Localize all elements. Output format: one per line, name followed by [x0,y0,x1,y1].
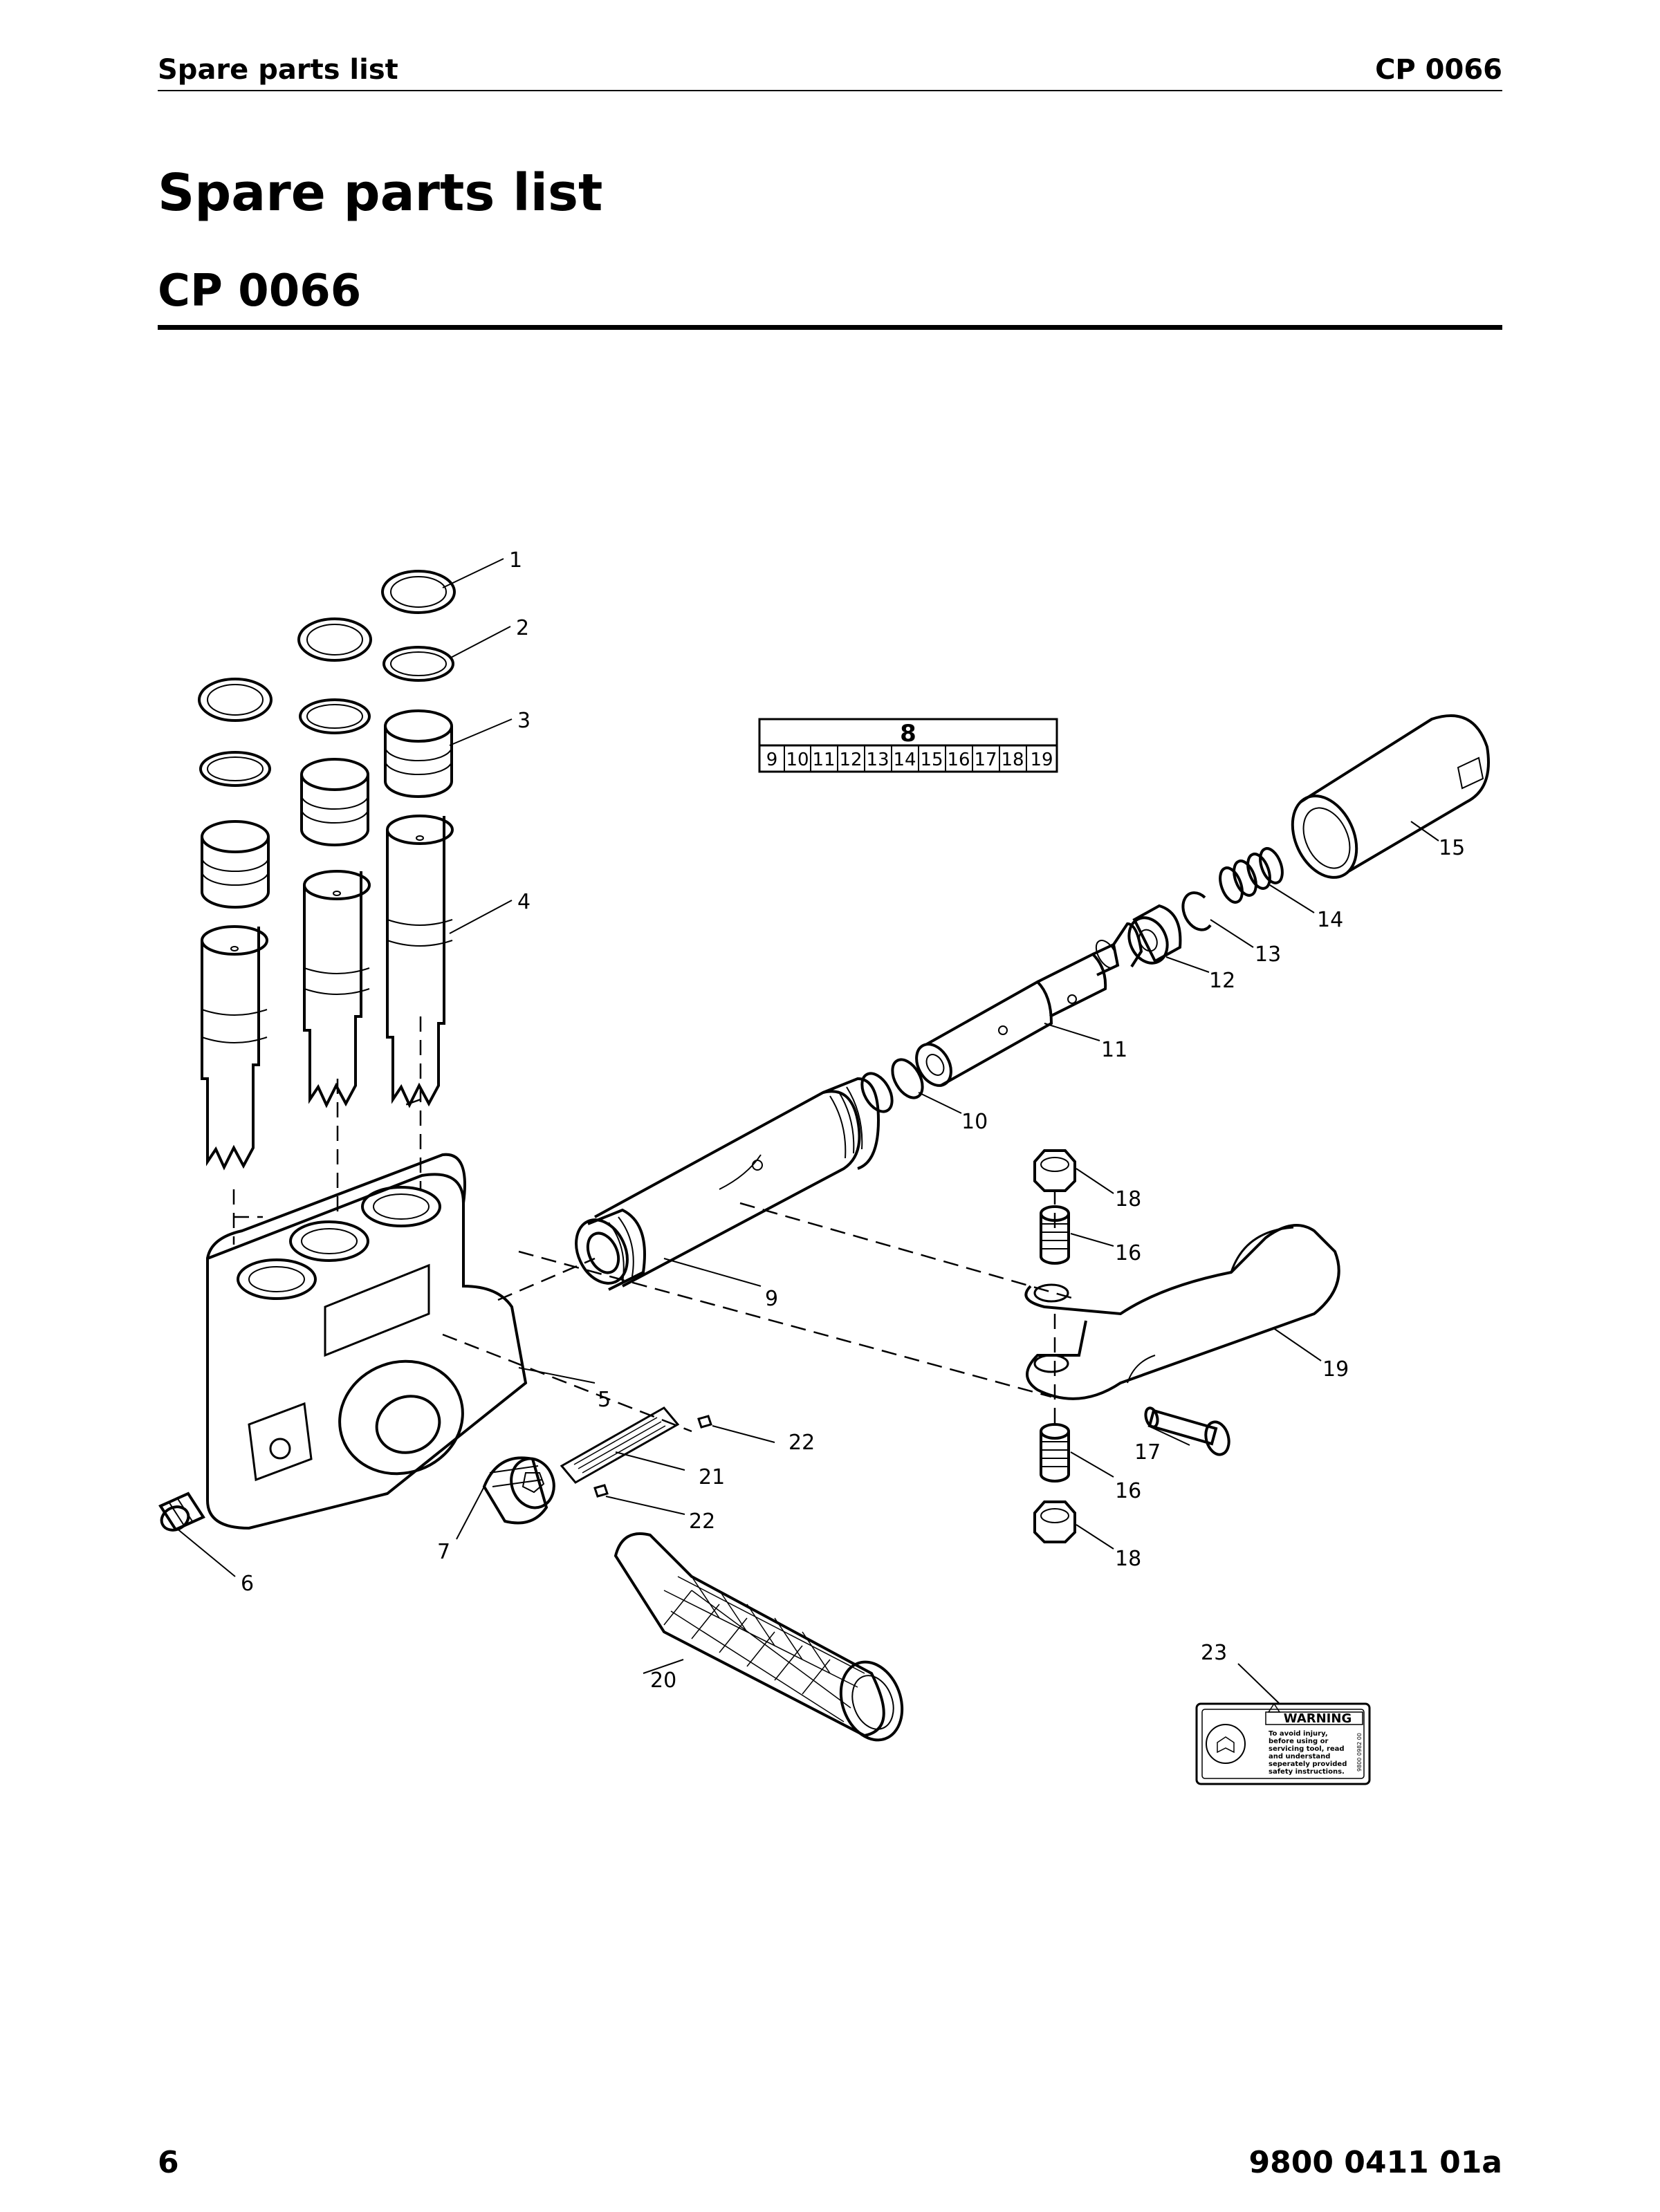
warning-line: seperately provided [1269,1760,1347,1768]
nut-icon [1033,1149,1076,1543]
callout-label: 21 [699,1465,725,1489]
warning-code: 9800 0982 00 [1356,1733,1363,1772]
o-ring-icon [860,1058,924,1113]
kit-item: 19 [1030,750,1053,770]
o-ring-icon [199,646,454,787]
kit-item: 12 [839,750,862,770]
spring-icon [1219,847,1284,904]
callout-label: 5 [598,1388,611,1412]
kit-item: 15 [920,750,943,770]
callout-label: 10 [961,1110,988,1134]
warning-line: servicing tool, read [1269,1745,1345,1753]
kit-item: 13 [866,750,889,770]
callout-label: 13 [1255,942,1281,967]
callout-label: 2 [516,616,529,640]
callout-label: 18 [1115,1187,1141,1211]
warning-line: before using or [1269,1738,1328,1745]
name-plate-icon [560,1406,680,1484]
warning-triangle-icon [1267,1702,1281,1713]
exploded-parts-drawing: 8 9 10 11 12 13 14 15 16 17 18 19 [158,548,1490,1785]
header-section-title: Spare parts list [158,54,398,86]
cap-icon [1127,904,1182,965]
callout-label: 17 [1134,1440,1161,1465]
handle-bracket-icon [1024,1224,1340,1400]
callout-label: 22 [788,1431,815,1455]
callout-label: 6 [241,1572,254,1596]
seal-bushing-icon [201,709,453,909]
kit-item: 18 [1001,750,1024,770]
page-subtitle: CP 0066 [158,266,362,317]
kit-item: 9 [766,750,778,770]
knurled-grip-icon [614,1532,904,1742]
warning-line: safety instructions. [1269,1768,1345,1776]
set-screw-icon [158,1491,205,1532]
callout-label: 15 [1439,836,1465,860]
valve-body-icon [206,1153,528,1530]
pin-icon [1144,1406,1230,1456]
page-number: 6 [158,2145,179,2180]
screw-icon [593,1415,712,1498]
read-manual-icon [1206,1724,1246,1764]
callout-label: 4 [517,890,531,914]
plug-icon [482,1456,555,1525]
callout-label: 16 [1115,1479,1141,1503]
kit-item: 11 [812,750,835,770]
clip-icon [1181,891,1212,931]
callout-label: 19 [1322,1357,1349,1382]
warning-line: and understand [1269,1753,1330,1760]
callout-label: 14 [1317,908,1343,932]
leader-lines [176,558,1439,1704]
kit-item: 16 [947,750,970,770]
sleeve-icon [1291,714,1490,879]
document-number: 9800 0411 01a [1248,2145,1502,2180]
page-title: Spare parts list [158,163,603,223]
callout-label: 7 [437,1540,450,1564]
callout-label: 9 [765,1287,778,1311]
callout-label: 12 [1209,969,1235,993]
warning-line: To avoid injury, [1269,1730,1328,1738]
kit-item: 14 [893,750,916,770]
callout-label: 22 [689,1509,715,1534]
retaining-ring-icon [198,570,456,722]
warning-label: WARNING To avoid injury, before using or… [1195,1702,1371,1785]
valve-stem-icon [915,922,1143,1087]
stud-icon [1040,1205,1070,1483]
callout-label: 16 [1115,1241,1141,1265]
kit-table: 8 9 10 11 12 13 14 15 16 17 18 19 [758,718,1058,773]
running-header: Spare parts list CP 0066 [158,54,1502,91]
callout-label: 11 [1101,1038,1127,1062]
callout-label: 23 [1201,1641,1227,1665]
callout-label: 1 [509,548,522,573]
kit-item: 17 [974,750,997,770]
warning-heading: WARNING [1284,1711,1352,1726]
piston-icon [201,815,454,1171]
kit-number: 8 [900,720,916,747]
kit-item: 10 [786,750,809,770]
callout-label: 18 [1115,1547,1141,1571]
callout-label: 20 [650,1669,676,1693]
header-model: CP 0066 [1375,54,1502,86]
callout-label: 3 [517,709,531,733]
title-rule [158,325,1502,330]
cylinder-icon [575,1077,880,1291]
